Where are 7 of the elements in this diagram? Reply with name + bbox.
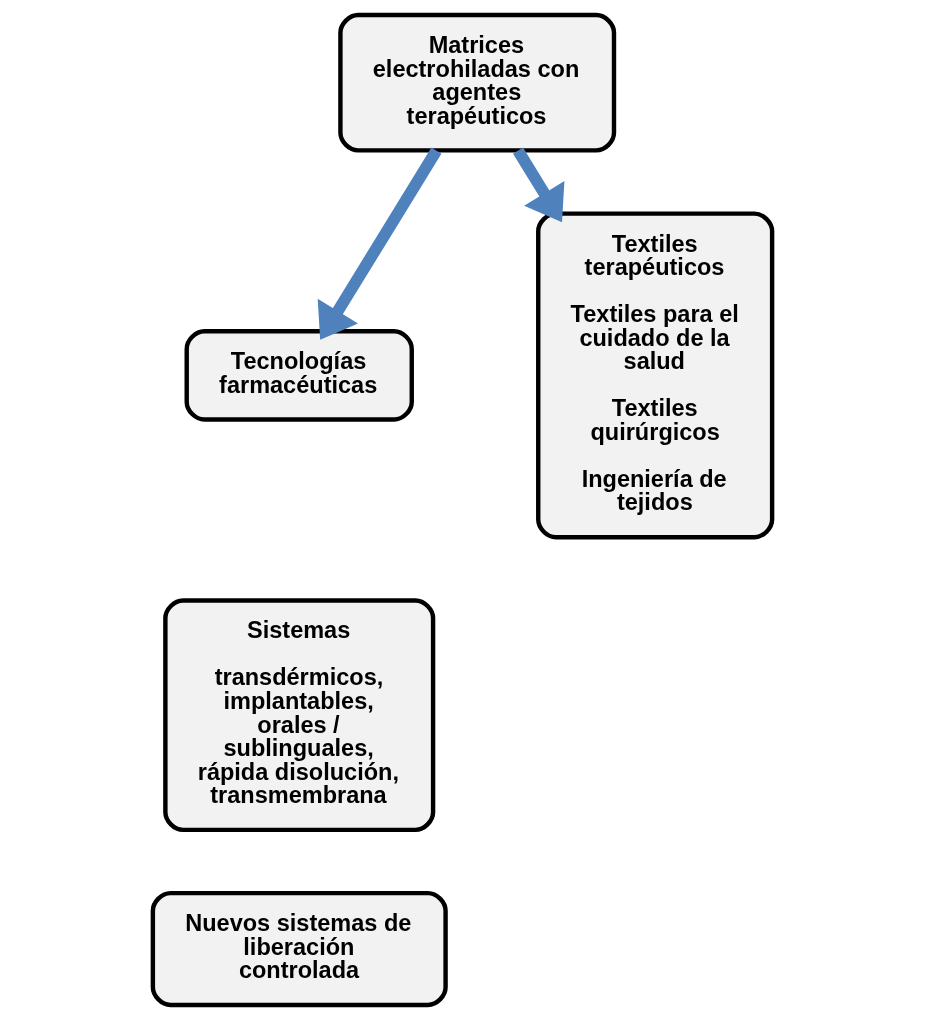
arrow <box>513 147 565 222</box>
arrow <box>317 147 442 340</box>
node-box: Tecnologías farmacéuticas <box>184 328 414 422</box>
node-box: Nuevos sistemas de liberación controlada <box>150 890 448 1007</box>
node-box: Textiles terapéuticos Textiles para el cuidado de la salud Textiles quirúrgicos Ingeniería de tejidos <box>536 210 775 539</box>
node-box: Sistemas transdérmicos, implantables, orales / sublinguales, rápida disolución, transmembrana <box>163 597 436 832</box>
node-box: Matrices electrohiladas con agentes terapéuticos <box>338 12 617 153</box>
